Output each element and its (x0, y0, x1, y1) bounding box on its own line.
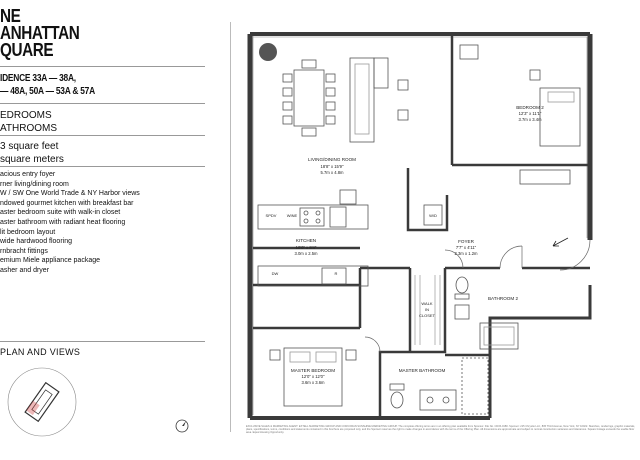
area-sqm: square meters (0, 154, 64, 165)
entry-arrow-icon (552, 237, 569, 247)
foyer-dim-m: 2.3m x 1.2m (454, 251, 478, 256)
feature-item: aster bedroom suite with walk-in closet (0, 209, 121, 217)
bedroom-2-label: BEDROOM 2 (516, 105, 544, 110)
closet-label-line-3: CLOSET (419, 313, 436, 318)
feature-item: ndowed gourmet kitchen with breakfast ba… (0, 199, 134, 207)
spdv-label: SPDV (266, 213, 277, 218)
living-room-dim-m: 5.7m x 4.8m (320, 170, 344, 175)
feature-item: wide hardwood flooring (0, 238, 72, 246)
refrigerator-label: R (335, 271, 338, 276)
column-divider (230, 22, 231, 432)
brand-line-2: ANHATTAN (0, 23, 80, 43)
closet-label-line-1: WALK (421, 301, 433, 306)
floor-plan: LIVING/DINING ROOM 18'8" x 15'9" 5.7m x … (247, 32, 593, 420)
feature-list: acious entry foyer rner living/dining ro… (0, 170, 140, 276)
kitchen-label: KITCHEN (296, 238, 316, 243)
kitchen-dim-ft: 10'0" x 8'4" (296, 245, 317, 250)
master-bathroom-label: MASTER BATHROOM (399, 368, 446, 373)
bathroom-count: ATHROOMS (0, 123, 58, 134)
area-sqft: 3 square feet (0, 141, 59, 152)
key-plan-diagram (7, 367, 77, 437)
foyer-dim-ft: 7'7" x 4'11" (456, 245, 477, 250)
feature-item: emium Miele appliance package (0, 257, 100, 265)
divider-residence (0, 103, 205, 104)
kitchen-dim-m: 3.0m x 2.5m (294, 251, 318, 256)
feature-item: lit bedroom layout (0, 228, 56, 236)
dw-label: DW (272, 271, 279, 276)
compass-icon (175, 419, 189, 433)
bathroom-2-label: BATHROOM 2 (488, 296, 518, 301)
bedroom-count: EDROOMS (0, 110, 52, 121)
feature-item: rner living/dining room (0, 180, 69, 188)
plan-heading: PLAN AND VIEWS (0, 347, 81, 357)
master-bedroom-dim-ft: 12'0" x 12'0" (302, 374, 325, 379)
residence-numbers: IDENCE 33A — 38A, — 48A, 50A — 53A & 57A (0, 72, 95, 98)
feature-item: asher and dryer (0, 266, 50, 274)
room-count: EDROOMS ATHROOMS (0, 109, 57, 135)
master-bedroom-dim-m: 3.6m x 3.6m (301, 380, 325, 385)
master-bedroom-label: MASTER BEDROOM (291, 368, 335, 373)
feature-item: W / SW One World Trade & NY Harbor views (0, 190, 140, 198)
closet-label-line-2: IN (425, 307, 429, 312)
area-block: 3 square feet square meters (0, 140, 64, 166)
residence-line-1: IDENCE 33A — 38A, (0, 72, 76, 84)
washer-dryer-label: W/D (429, 213, 437, 218)
living-room-label: LIVING/DINING ROOM (308, 157, 356, 162)
divider-area (0, 166, 205, 167)
feature-item: acious entry foyer (0, 171, 56, 178)
feature-item: rnbracht fittings (0, 247, 48, 255)
living-room-dim-ft: 18'8" x 15'9" (321, 164, 344, 169)
divider-plan (0, 341, 205, 342)
brand-logo: NE ANHATTAN QUARE (0, 6, 80, 60)
feature-item: aster bathroom with radiant heat floorin… (0, 218, 126, 226)
foyer-label: FOYER (458, 239, 475, 244)
divider-top (0, 66, 205, 67)
bedroom-2-dim-m: 3.7m x 3.4m (518, 117, 542, 122)
brand-line-1: NE (0, 6, 21, 26)
brand-line-3: QUARE (0, 40, 54, 60)
legal-disclaimer: EXCLUSIVE SALES & MARKETING AGENT: EXTEL… (246, 425, 636, 435)
bedroom-2-dim-ft: 12'3" x 11'1" (519, 111, 542, 116)
wine-label: WINE (287, 213, 298, 218)
residence-line-2: — 48A, 50A — 53A & 57A (0, 85, 95, 97)
divider-rooms (0, 135, 205, 136)
